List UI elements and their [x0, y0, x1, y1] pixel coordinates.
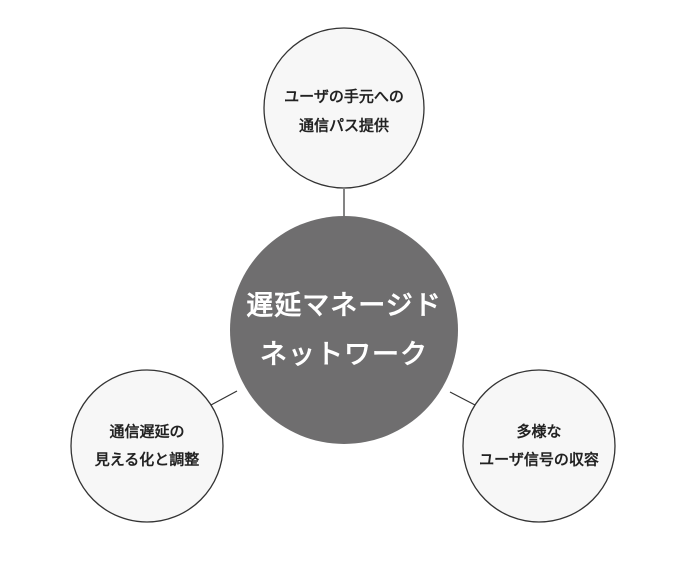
- top-label-line1: ユーザの手元への: [284, 88, 404, 106]
- left-circle: [70, 369, 224, 523]
- left-label-line1: 通信遅延の: [109, 423, 184, 441]
- connector-left: [210, 390, 238, 406]
- left-label-line2: 見える化と調整: [94, 451, 200, 469]
- right-label-line1: 多様な: [516, 423, 561, 441]
- top-node: ユーザの手元への 通信パス提供: [263, 27, 425, 189]
- center-label-line2: ネットワーク: [260, 340, 428, 371]
- top-label-line2: 通信パス提供: [299, 117, 389, 135]
- left-node: 通信遅延の 見える化と調整: [70, 369, 224, 523]
- right-node: 多様な ユーザ信号の収容: [462, 369, 616, 523]
- right-circle: [462, 369, 616, 523]
- center-label-line1: 遅延マネージド: [246, 291, 441, 322]
- right-label-line2: ユーザ信号の収容: [479, 451, 599, 469]
- center-node: 遅延マネージド ネットワーク: [230, 216, 458, 444]
- center-circle: [230, 216, 458, 444]
- top-circle: [263, 27, 425, 189]
- connector-right: [449, 391, 476, 406]
